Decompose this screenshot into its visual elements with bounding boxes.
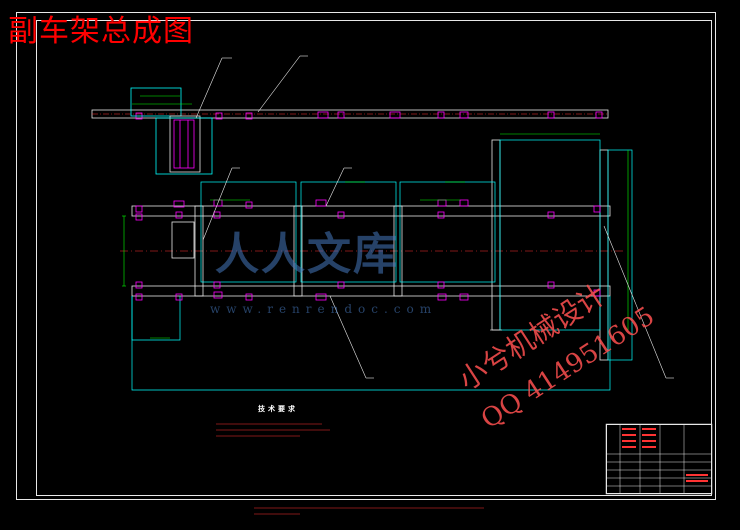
drawing-border-outer [16,12,716,500]
title-block [606,424,712,494]
watermark-url: www.renrendoc.com [210,302,438,316]
tech-requirement-lines [216,423,484,515]
drawing-title: 副车架总成图 [8,14,194,49]
plan-view-mounts [135,199,601,301]
top-view-beam [91,109,609,119]
leader-lines [195,55,674,379]
dimension-lines [122,95,629,339]
plan-view-rails [120,205,625,297]
title-block-fills [622,428,708,482]
side-view-bracket [130,87,213,175]
drawing-border-inner [36,20,712,496]
tech-requirements-title: 技术要求 [258,405,298,413]
watermark-logo-text: 人人文库 [215,229,399,280]
